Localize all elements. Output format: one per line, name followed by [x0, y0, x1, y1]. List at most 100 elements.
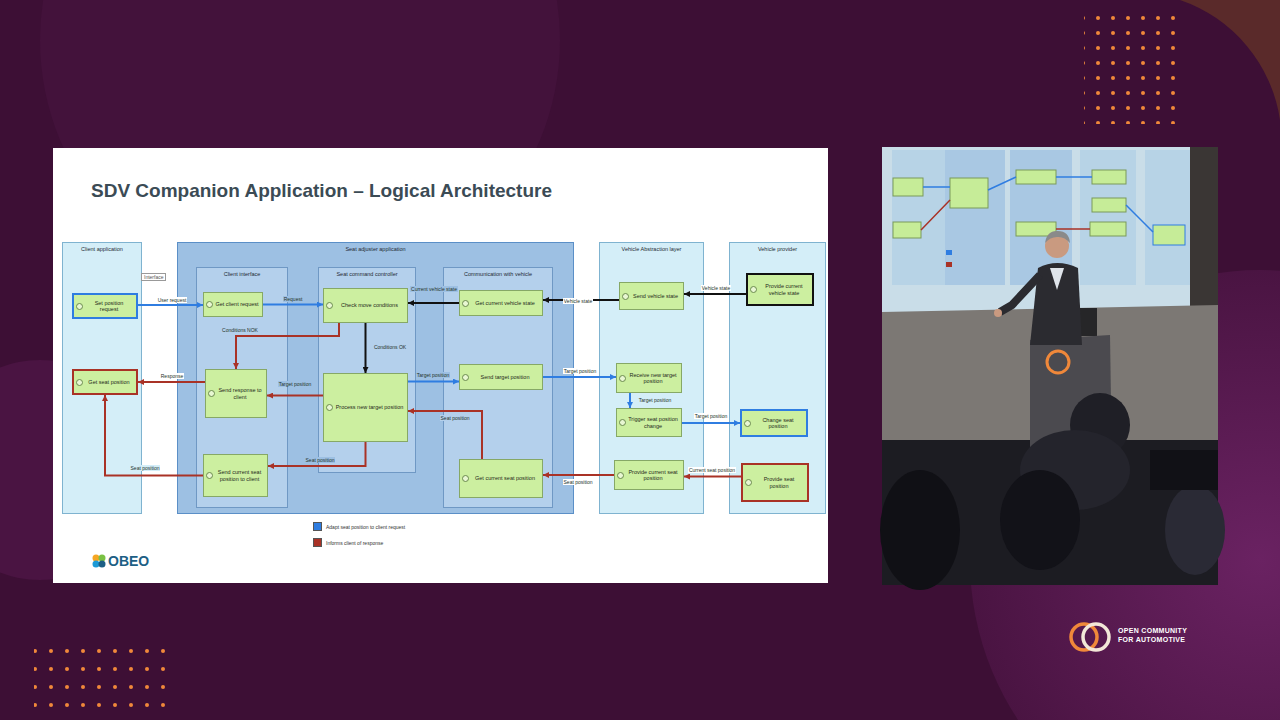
- function-box: Send vehicle state: [619, 282, 684, 310]
- slide: [53, 148, 828, 583]
- functional-exchange: [138, 304, 203, 306]
- functional-exchange: [684, 293, 746, 295]
- speaker-photo: [1092, 198, 1126, 212]
- lane-title: Seat command controller: [319, 268, 415, 277]
- functional-exchange: [543, 474, 614, 476]
- functional-exchange: [408, 302, 459, 304]
- function-box: Get current seat position: [459, 459, 543, 498]
- speaker-photo: [1047, 351, 1069, 373]
- function-box: Check move conditions: [323, 288, 408, 323]
- function-label: Send response to client: [217, 387, 263, 400]
- lane-title: Vehicle provider: [730, 243, 825, 252]
- background: [1180, 0, 1280, 120]
- function-box: Provide seat position: [741, 463, 809, 502]
- company-logo-text: OBEO: [108, 553, 149, 569]
- obeo-logo-icon: [99, 555, 106, 562]
- functional-exchange: [105, 395, 203, 476]
- function-label: Provide seat position: [754, 476, 804, 489]
- function-label: Provide current vehicle state: [759, 283, 809, 296]
- speaker-photo: [921, 200, 1090, 230]
- obeo-logo-icon: [93, 555, 100, 562]
- flow-label: User request: [157, 297, 188, 303]
- flow-label: Target position: [563, 368, 598, 374]
- component-lane: Seat command controllerCheck move condit…: [318, 267, 416, 473]
- slide: [53, 148, 828, 583]
- function-box: Receive new target position: [616, 363, 682, 393]
- swimlane: Client applicationSet position requestGe…: [62, 242, 142, 514]
- functional-exchange: [263, 304, 323, 306]
- flow-label: Target position: [416, 372, 451, 378]
- function-box: Send current seat position to client: [203, 454, 268, 497]
- speaker-photo: [1165, 485, 1225, 575]
- flow-label: Target position: [638, 397, 673, 403]
- functional-exchange: [365, 323, 367, 373]
- function-label: Get seat position: [85, 379, 133, 385]
- swimlane: Seat adjuster applicationClient interfac…: [177, 242, 574, 514]
- obeo-logo-icon: [93, 555, 106, 568]
- interface-tag: Interface: [141, 273, 166, 281]
- flow-label: Conditions OK: [373, 344, 407, 350]
- legend-swatch: [313, 522, 322, 531]
- flow-label: Conditions NOK: [221, 327, 259, 333]
- function-label: Send target position: [471, 374, 539, 380]
- function-box: Get seat position: [72, 369, 138, 395]
- obeo-logo-icon: [99, 561, 106, 568]
- flow-label: Current seat position: [688, 467, 736, 473]
- flow-label: Target position: [278, 381, 313, 387]
- swimlane: Vehicle providerProvide current vehicle …: [729, 242, 826, 514]
- speaker-photo: [880, 147, 1225, 590]
- flow-label: Seat position: [440, 415, 471, 421]
- speaker-photo: [946, 250, 952, 255]
- functional-exchange: [629, 393, 631, 408]
- function-label: Change seat position: [753, 417, 803, 430]
- function-label: Get current seat position: [471, 475, 539, 481]
- function-box: Trigger seat position change: [616, 408, 682, 437]
- flow-label: Current vehicle state: [410, 286, 458, 292]
- legend-swatch: [313, 538, 322, 547]
- speaker-photo: [1150, 450, 1218, 490]
- function-box: Process new target position: [323, 373, 408, 442]
- function-box: Send response to client: [205, 369, 267, 418]
- event-logo-icon: [1083, 624, 1109, 650]
- function-box: Send target position: [459, 364, 543, 390]
- function-box: Get current vehicle state: [459, 290, 543, 316]
- legend-text: Adapt seat position to client request: [326, 524, 405, 530]
- speaker-photo: [950, 178, 988, 208]
- lane-title: Communication with vehicle: [444, 268, 552, 277]
- lane-title: Client application: [63, 243, 141, 252]
- function-box: Provide current vehicle state: [746, 273, 814, 306]
- flow-label: Vehicle state: [701, 285, 731, 291]
- function-label: Provide current seat position: [626, 469, 680, 482]
- background: [1084, 12, 1180, 124]
- speaker-photo: [1153, 225, 1185, 245]
- obeo-logo-icon: [93, 561, 100, 568]
- speaker-photo: [1045, 231, 1070, 243]
- function-label: Send current seat position to client: [215, 469, 264, 482]
- function-label: Get current vehicle state: [471, 300, 539, 306]
- functional-exchange: [138, 381, 205, 383]
- component-lane: Client interfaceGet client requestSend r…: [196, 267, 288, 508]
- functional-exchange: [408, 411, 482, 459]
- flow-label: Seat position: [305, 457, 336, 463]
- flow-label: Request: [283, 296, 304, 302]
- speaker-photo: [893, 178, 923, 196]
- background: [34, 648, 168, 712]
- legend-entry: Informs client of response: [313, 538, 383, 547]
- functional-exchange: [682, 422, 740, 424]
- speaker-photo: [892, 150, 950, 285]
- speaker-photo: [1092, 170, 1126, 184]
- speaker-photo: [946, 262, 952, 267]
- speaker-photo: [945, 150, 1005, 285]
- speaker-photo: [1145, 150, 1190, 285]
- function-box: Get client request: [203, 292, 263, 317]
- function-label: Send vehicle state: [631, 293, 680, 299]
- legend-entry: Adapt seat position to client request: [313, 522, 405, 531]
- speaker-photo: [1000, 470, 1080, 570]
- functional-exchange: [684, 476, 741, 478]
- speaker-photo: [880, 470, 960, 590]
- functional-exchange: [543, 376, 616, 378]
- functional-exchange: [267, 395, 323, 397]
- function-label: Receive new target position: [628, 372, 678, 385]
